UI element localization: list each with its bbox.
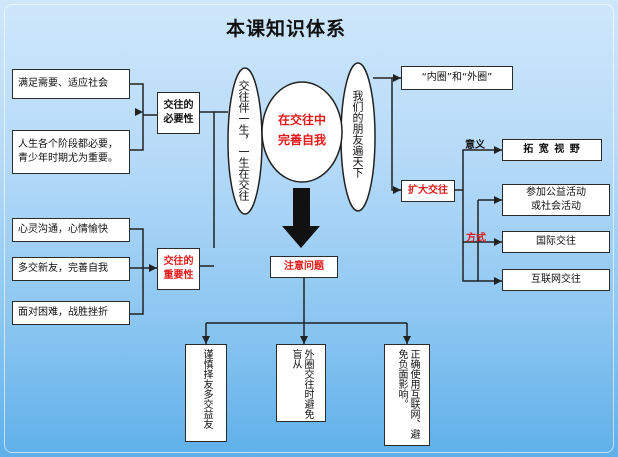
arrowhead-expand bbox=[393, 186, 401, 194]
item-meet-needs: 满足需要、适应社会 bbox=[12, 69, 130, 99]
note-avoid-conformity: 外圈交往时避免盲从 bbox=[276, 344, 326, 422]
center-line-2: 完善自我 bbox=[277, 133, 326, 147]
note-internet-use-text: 正确使用互联网、避免负面影响。 bbox=[396, 349, 419, 439]
note-choose-friends-text: 谨慎择友多交益友 bbox=[201, 349, 212, 429]
bracket-left-top bbox=[130, 83, 144, 151]
item-international: 国际交往 bbox=[502, 231, 610, 253]
main-down-arrow bbox=[282, 188, 320, 248]
note-choose-friends: 谨慎择友多交益友 bbox=[185, 344, 227, 442]
note-avoid-conformity-text: 外圈交往时避免盲从 bbox=[290, 349, 313, 419]
arrowhead-method-1 bbox=[494, 196, 502, 204]
label-necessity-line-1: 交往的 bbox=[163, 100, 194, 111]
label-notes: 注意问题 bbox=[270, 256, 338, 278]
arrowhead-right-circles bbox=[393, 74, 401, 82]
frame-border bbox=[4, 4, 614, 453]
right-oval-text: 我们的朋友遍天下 bbox=[351, 90, 364, 178]
label-importance-line-2: 重要性 bbox=[163, 270, 194, 281]
center-line-1: 在交往中 bbox=[277, 113, 326, 127]
label-meaning: 意义 bbox=[465, 140, 485, 151]
item-new-friends: 多交新友，完善自我 bbox=[12, 257, 130, 281]
connector-right-spine bbox=[373, 77, 401, 191]
item-face-difficulties: 面对困难，战胜挫折 bbox=[12, 301, 130, 325]
connector-method-spine bbox=[462, 190, 502, 282]
arrowhead-meaning bbox=[494, 146, 502, 154]
connector-meaning bbox=[455, 149, 502, 191]
arrowhead-note-1 bbox=[202, 336, 210, 344]
label-expand-contact: 扩大交往 bbox=[401, 180, 455, 202]
left-oval-text: 交往伴一生，一生在交往 bbox=[237, 80, 250, 201]
arrowhead-left-top bbox=[135, 108, 143, 116]
arrowhead-note-3 bbox=[403, 336, 411, 344]
arrowhead-left-bottom bbox=[149, 264, 157, 272]
page-title: 本课知识体系 bbox=[226, 18, 347, 40]
item-public-activity-line-1: 参加公益活动 bbox=[526, 187, 586, 198]
center-topic: 在交往中 完善自我 bbox=[266, 110, 338, 150]
item-public-activity-line-2: 或社会活动 bbox=[531, 201, 581, 212]
arrowhead-note-2 bbox=[300, 336, 308, 344]
item-inner-outer-circle: “内圈”和“外圈” bbox=[401, 66, 513, 90]
item-broaden-horizon: 拓 宽 视 野 bbox=[502, 139, 602, 161]
item-public-activity: 参加公益活动 或社会活动 bbox=[502, 184, 610, 216]
label-necessity: 交往的 必要性 bbox=[157, 92, 200, 134]
item-heart-communication: 心灵沟通，心情愉快 bbox=[12, 218, 130, 242]
item-every-stage: 人生各个阶段都必要， 青少年时期尤为重要。 bbox=[12, 130, 130, 174]
bracket-left-bottom bbox=[130, 228, 144, 315]
note-internet-use: 正确使用互联网、避免负面影响。 bbox=[384, 344, 430, 446]
label-importance: 交往的 重要性 bbox=[157, 248, 200, 290]
item-every-stage-line-2: 青少年时期尤为重要。 bbox=[18, 153, 118, 164]
connector-left-spine bbox=[200, 111, 215, 248]
arrowhead-method-2 bbox=[494, 238, 502, 246]
label-necessity-line-2: 必要性 bbox=[163, 114, 194, 125]
item-internet: 互联网交往 bbox=[502, 269, 610, 291]
center-oval-shape bbox=[261, 81, 343, 183]
label-importance-line-1: 交往的 bbox=[163, 256, 194, 267]
label-method: 方式 bbox=[466, 233, 486, 244]
item-every-stage-line-1: 人生各个阶段都必要， bbox=[18, 139, 118, 150]
arrowhead-method-3 bbox=[494, 277, 502, 285]
